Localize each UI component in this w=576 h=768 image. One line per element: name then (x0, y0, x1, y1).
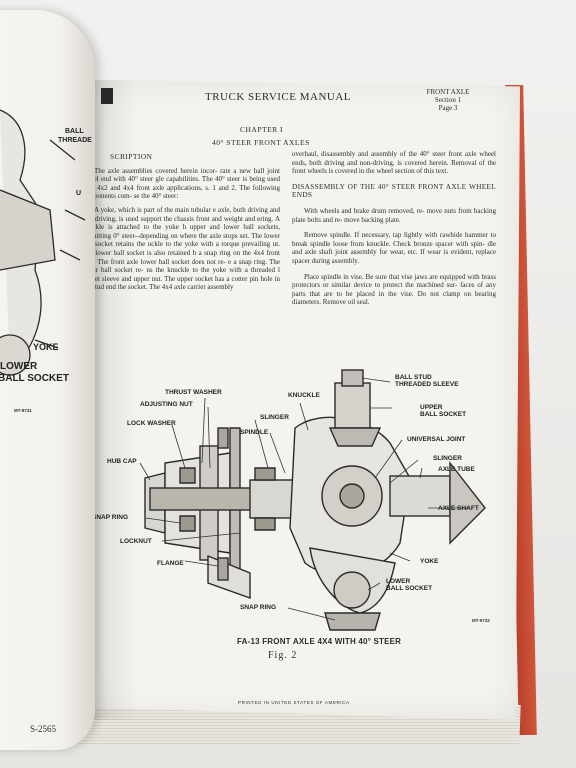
label-yoke: YOKE (420, 558, 439, 565)
paragraph: Place spindle in vise. Be sure that vise… (292, 272, 496, 307)
label-line: BALL SOCKET (420, 411, 467, 418)
label-spindle: SPINDLE (240, 429, 269, 436)
left-label-ball-socket: BALL SOCKET (0, 373, 69, 384)
axle-diagram: THRUST WASHER ADJUSTING NUT LOCK WASHER … (90, 368, 500, 638)
label-slinger-right: SLINGER (433, 455, 462, 462)
label-lock-washer: LOCK WASHER (127, 420, 176, 427)
label-line: UPPER (420, 404, 443, 411)
label-line: BALL STUD (395, 374, 432, 381)
section-block: FRONT AXLE Section 1 Page 3 (418, 88, 478, 112)
label-flange: FLANGE (157, 560, 184, 567)
left-label-yoke: YOKE (33, 342, 59, 352)
left-label-threade: THREADE (58, 137, 92, 144)
section-label: Section 1 (434, 96, 462, 104)
left-mt-number: MT-9731 (14, 408, 32, 413)
label-thrust-washer: THRUST WASHER (165, 389, 222, 396)
label-axle-shaft: AXLE SHAFT (438, 505, 479, 512)
manual-page (78, 80, 520, 720)
page-title: TRUCK SERVICE MANUAL (205, 91, 352, 103)
section-heading: DISASSEMBLY OF THE 40° STEER FRONT AXLE … (292, 181, 496, 200)
axle-drawing (139, 369, 486, 631)
left-page-footer: S-2565 (30, 724, 57, 734)
figure-caption: FA-13 FRONT AXLE 4X4 WITH 40° STEER (237, 637, 402, 646)
left-label-ball: BALL (65, 128, 84, 135)
page-label: Page 3 (438, 104, 458, 112)
chapter-title: CHAPTER I (240, 125, 284, 134)
paragraph: The axle assemblies covered herein incor… (82, 166, 280, 201)
paragraph: overhaul, disassembly and assembly of th… (292, 150, 496, 176)
label-snap-ring-bottom: SNAP RING (240, 604, 276, 611)
ih-logo-icon (101, 88, 113, 104)
label-line: BALL SOCKET (386, 585, 433, 592)
label-hub-cap: HUB CAP (107, 458, 137, 465)
label-axle-tube: AXLE TUBE (438, 466, 475, 473)
label-slinger-top: SLINGER (260, 414, 289, 421)
section-name: FRONT AXLE (426, 88, 470, 96)
chapter-subtitle: 40° STEER FRONT AXLES (212, 138, 310, 147)
label-lower-ball-socket: LOWER BALL SOCKET (386, 578, 432, 592)
label-line: THREADED SLEEVE (395, 381, 459, 388)
left-label-u: U (76, 190, 82, 197)
label-snap-ring-left: SNAP RING (92, 514, 128, 521)
left-text-column: SCRIPTION The axle assemblies covered he… (82, 152, 280, 297)
section-heading: SCRIPTION (110, 152, 153, 161)
figure-mt-number: MT-9732 (472, 618, 490, 623)
left-page: AL BALL THREADE U YOKE LOWER BALL SOCKET… (0, 10, 95, 750)
left-page-drawing (0, 109, 86, 376)
printed-notice: PRINTED IN UNITED STATES OF AMERICA (238, 700, 350, 705)
label-universal-joint: UNIVERSAL JOINT (407, 436, 466, 443)
label-locknut: LOCKNUT (120, 538, 152, 545)
paragraph: With wheels and brake drum removed, re- … (292, 206, 496, 224)
right-text-column: overhaul, disassembly and assembly of th… (292, 150, 496, 314)
left-label-lower: LOWER (0, 361, 38, 372)
label-knuckle: KNUCKLE (288, 392, 320, 399)
label-upper-ball-socket: UPPER BALL SOCKET (420, 404, 466, 418)
paragraph: Remove spindle. If necessary, tap lightl… (292, 231, 496, 265)
label-adjusting-nut: ADJUSTING NUT (140, 401, 193, 408)
paragraph: A yoke, which is part of the main tubula… (82, 205, 280, 292)
figure-number: Fig. 2 (268, 650, 298, 661)
label-line: LOWER (386, 578, 411, 585)
label-ball-stud: BALL STUD THREADED SLEEVE (395, 374, 459, 388)
